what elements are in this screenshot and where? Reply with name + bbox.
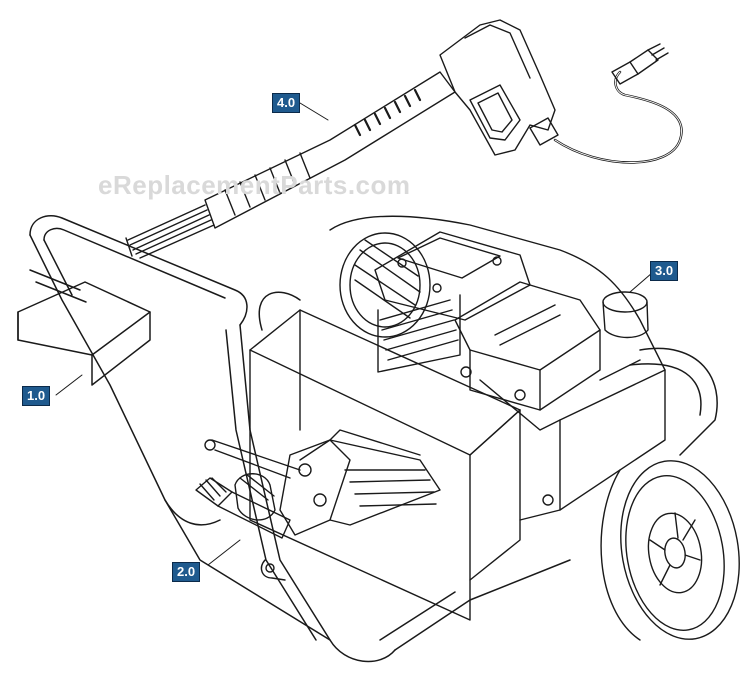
cylinder-fins	[377, 294, 461, 373]
wheel	[600, 460, 740, 641]
fuel-cap	[602, 291, 648, 313]
callout-frame[interactable]: 1.0	[22, 386, 51, 406]
callout-pump[interactable]: 2.0	[172, 562, 201, 582]
watermark: eReplacementParts.com	[98, 170, 411, 200]
leader-engine	[629, 272, 653, 293]
wand-grip-slots	[353, 88, 422, 137]
pump-assembly	[195, 429, 441, 539]
pump-housing-box	[249, 309, 521, 621]
recoil-starter	[339, 232, 431, 338]
spray-gun-assembly	[125, 19, 683, 259]
frame-assembly	[17, 214, 718, 663]
nozzle-tip	[125, 204, 215, 259]
frame-handle	[29, 214, 248, 326]
engine-assembly	[329, 215, 666, 521]
hose-coupler	[611, 43, 669, 85]
leader-lines	[55, 102, 653, 566]
cord-hanger-plate	[17, 281, 151, 356]
trigger-guard	[469, 84, 521, 141]
leader-frame	[55, 374, 83, 396]
gun-swivel	[529, 117, 559, 146]
leader-gun	[299, 102, 329, 121]
callout-engine[interactable]: 3.0	[650, 261, 679, 281]
callout-gun[interactable]: 4.0	[272, 93, 301, 113]
leader-pump	[207, 539, 241, 566]
gun-body	[439, 19, 556, 156]
air-cleaner	[454, 281, 601, 371]
hose	[553, 70, 683, 164]
